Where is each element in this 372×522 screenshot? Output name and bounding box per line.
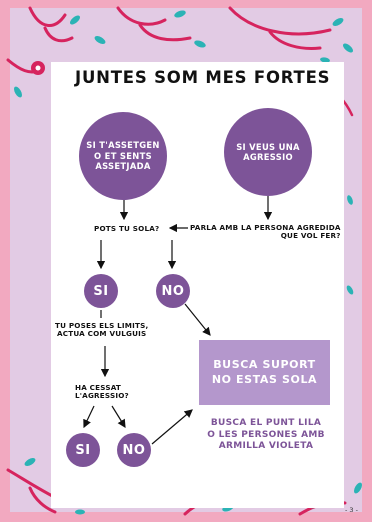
page-number: - 3 - [345,506,358,514]
node-purple-point: BUSCA EL PUNT LILA O LES PERSONES AMB AR… [207,418,325,452]
arrow-to-no-2 [111,405,126,429]
node-witness: SI VEUS UNA AGRESSIO [224,108,312,196]
page-title: JUNTES SOM MES FORTES [75,68,331,87]
node-yes-2: SI [66,433,100,467]
arrow-to-yes-2 [83,405,95,429]
arrow-no-2-to-support [151,409,193,445]
node-no-1: NO [156,274,190,308]
node-can-alone: POTS TU SOLA? [94,224,160,233]
node-stopped: HA CESSAT L'AGRESSIO? [75,383,129,401]
node-set-limits: TU POSES ELS LIMITS, ACTUA COM VULGUIS [55,321,149,339]
node-no-2: NO [117,433,151,467]
node-harassed: SI T'ASSETGEN O ET SENTS ASSETJADA [79,112,167,200]
node-talk-victim: PARLA AMB LA PERSONA AGREDIDA QUE VOL FE… [190,223,341,241]
arrow-no-1-to-support [184,303,211,336]
node-yes-1: SI [84,274,118,308]
node-seek-support: BUSCA SUPORT NO ESTAS SOLA [199,340,330,405]
